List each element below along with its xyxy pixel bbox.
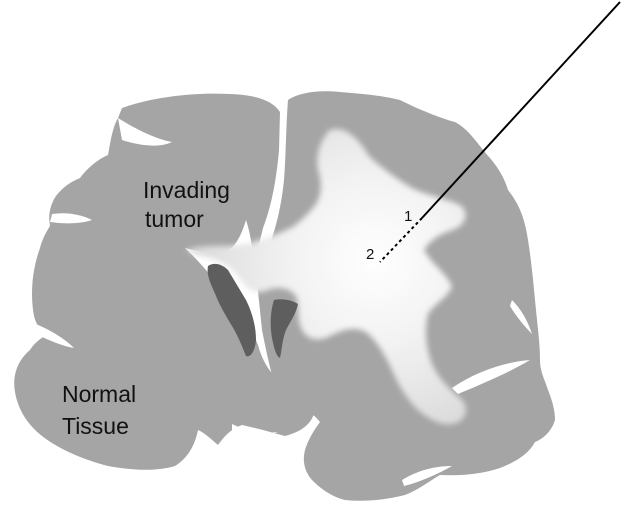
label-normal-line2: Tissue [62,413,129,439]
label-point-1: 1 [404,208,412,225]
brain-tissue [14,91,555,500]
label-invading-line1: Invading [143,177,230,203]
label-invading-line2: tumor [145,206,204,232]
label-normal-line1: Normal [62,381,136,407]
probe-shaft [422,2,620,218]
label-point-2: 2 [366,246,374,263]
